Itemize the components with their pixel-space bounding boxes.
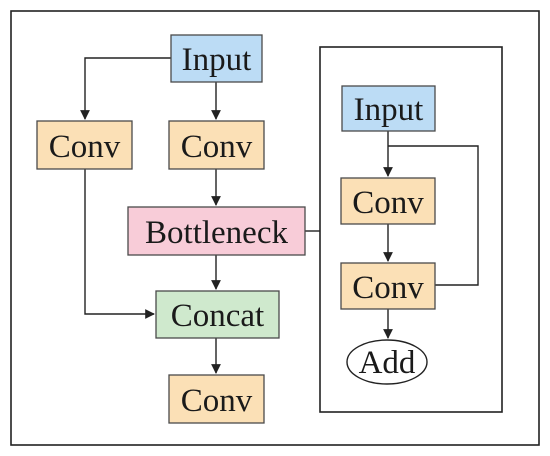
- detail-conv2-node-label: Conv: [352, 270, 424, 306]
- conv-bottom-node-label: Conv: [181, 383, 253, 419]
- detail-input-node-label: Input: [354, 92, 424, 128]
- detail-input-node-box: [341, 85, 436, 132]
- conv-left-node-box: [36, 120, 133, 170]
- edge-detail-shortcut: [388, 145, 479, 286]
- detail-add-node-label: Add: [359, 345, 416, 381]
- conv-mid-node: Conv: [168, 120, 265, 170]
- detail-conv2-node: Conv: [340, 262, 436, 310]
- detail-add-node: Add: [346, 339, 428, 385]
- bottleneck-node-box: [127, 206, 306, 256]
- input-node: Input: [170, 34, 263, 83]
- conv-mid-node-label: Conv: [181, 129, 253, 165]
- bottleneck-detail-frame: [319, 46, 503, 413]
- concat-node-box: [155, 290, 280, 339]
- edge-input-to-conv-left: [80, 57, 171, 120]
- detail-input-node: Input: [341, 85, 436, 132]
- input-node-label: Input: [182, 42, 252, 78]
- edge-conv-left-to-concat: [84, 169, 155, 319]
- bottleneck-node: Bottleneck: [127, 206, 306, 256]
- detail-conv1-node: Conv: [340, 177, 436, 225]
- detail-add-node-ellipse: [346, 339, 428, 385]
- conv-bottom-node-box: [168, 374, 265, 424]
- outer-frame: [10, 10, 540, 446]
- concat-node-label: Concat: [171, 298, 264, 334]
- conv-left-node-label: Conv: [49, 129, 121, 165]
- bottleneck-node-label: Bottleneck: [145, 215, 288, 251]
- detail-conv1-node-box: [340, 177, 436, 225]
- detail-conv1-node-label: Conv: [352, 185, 424, 221]
- concat-node: Concat: [155, 290, 280, 339]
- conv-bottom-node: Conv: [168, 374, 265, 424]
- conv-mid-node-box: [168, 120, 265, 170]
- detail-conv2-node-box: [340, 262, 436, 310]
- conv-left-node: Conv: [36, 120, 133, 170]
- input-node-box: [170, 34, 263, 83]
